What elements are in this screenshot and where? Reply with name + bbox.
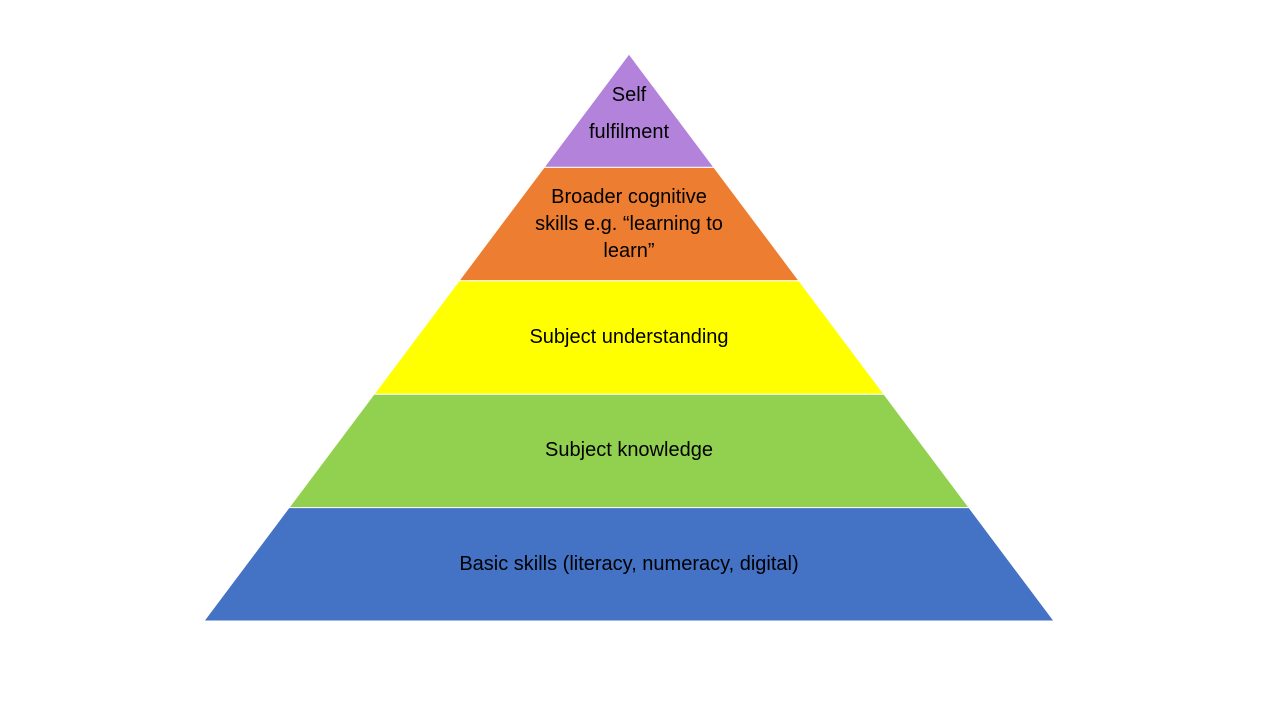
label-line: fulfilment <box>588 120 670 143</box>
pyramid-level-label-4: Subject knowledge <box>0 394 1258 507</box>
label-line: Subject knowledge <box>545 439 713 462</box>
pyramid-level-label-5: Basic skills (literacy, numeracy, digita… <box>0 508 1258 621</box>
pyramid-level-5 <box>203 507 1055 622</box>
pyramid-level-label-1: Self fulfilment <box>0 54 1258 167</box>
label-line: learn” <box>603 239 655 262</box>
label-line: Self <box>611 83 647 106</box>
label-line: Broader cognitive <box>551 185 707 208</box>
label-line: skills e.g. “learning to <box>535 212 723 235</box>
label-line: Basic skills (literacy, numeracy, digita… <box>459 552 799 575</box>
label-line: Subject understanding <box>529 325 729 348</box>
pyramid-level-label-3: Subject understanding <box>0 281 1258 394</box>
pyramid-level-label-2: Broader cognitive skills e.g. “learning t… <box>0 167 1258 280</box>
